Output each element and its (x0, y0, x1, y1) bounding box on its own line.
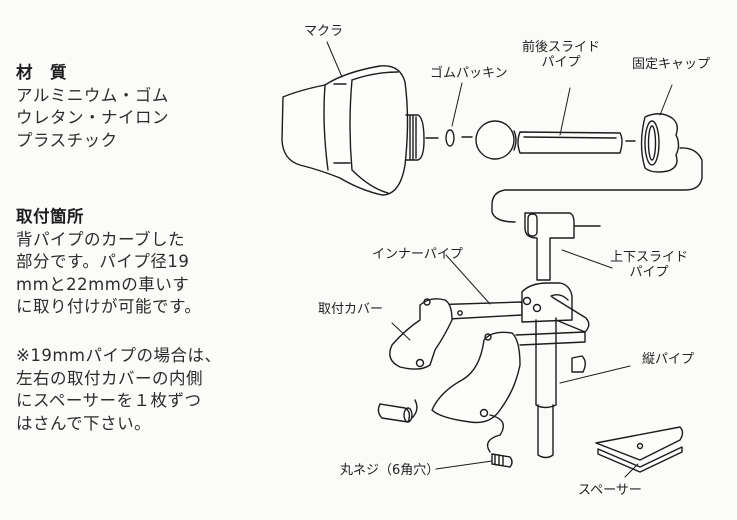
label-line: 上下スライド (610, 250, 689, 265)
spacer-part (595, 426, 684, 473)
note-line: ※19mmパイプの場合は、 (16, 346, 222, 365)
fixing-cap-part (640, 113, 680, 173)
label-pillow: マクラ (304, 24, 344, 39)
assembly-line (491, 147, 703, 223)
assembly-line (486, 414, 504, 453)
vertical-pipe-part (535, 317, 586, 459)
label-front-back-slide-pipe: 前後スライド パイプ (522, 40, 600, 70)
label-spacer: スペーサー (578, 483, 642, 498)
materials-heading: 材 質 (16, 63, 67, 82)
mounting-line: mmと22mmの車いす (16, 274, 190, 294)
label-vertical-pipe: 縦パイプ (642, 352, 695, 367)
front-back-slide-pipe-part (475, 120, 623, 160)
pillow-part (281, 65, 425, 196)
materials-line: アルミニウム・ゴム (16, 85, 169, 105)
label-mounting-cover: 取付カバー (318, 302, 384, 317)
note-line: 左右の取付カバーの内側 (16, 368, 203, 388)
materials-line: ウレタン・ナイロン (16, 108, 169, 127)
label-line: パイプ (629, 265, 669, 280)
mounting-line: 背パイプのカーブした (16, 229, 186, 249)
label-rubber-packing: ゴムパッキン (430, 66, 508, 81)
up-down-slide-pipe-part (524, 212, 575, 281)
mounting-line: に取り付けが可能です。 (16, 297, 202, 316)
mounting-heading: 取付箇所 (16, 207, 84, 226)
materials-section: 材 質 アルミニウム・ゴム ウレタン・ナイロン プラスチック (16, 62, 169, 152)
note-line: にスペーサーを１枚ずつ (16, 391, 202, 410)
label-line: パイプ (541, 55, 581, 70)
label-inner-pipe: インナーパイプ (372, 247, 463, 262)
mounting-cover-part (389, 298, 586, 424)
label-fixing-cap: 固定キャップ (632, 57, 711, 72)
rubber-packing-part (445, 129, 455, 147)
inner-pipe-part (427, 282, 590, 333)
label-up-down-slide-pipe: 上下スライド パイプ (610, 250, 688, 280)
note-line: はさんで下さい。 (16, 413, 152, 433)
label-line: 前後スライド (522, 40, 601, 55)
spacer-note: ※19mmパイプの場合は、 左右の取付カバーの内側 にスペーサーを１枚ずつ はさ… (16, 345, 221, 435)
leader-lines (326, 41, 673, 478)
mounting-section: 取付箇所 背パイプのカーブした 部分です。パイプ径19 mmと22mmの車いす … (16, 206, 201, 319)
screw-part (377, 399, 513, 468)
mounting-line: 部分です。パイプ径19 (16, 252, 190, 271)
materials-line: プラスチック (16, 130, 118, 150)
label-round-screw: 丸ネジ（6角穴） (340, 463, 440, 478)
